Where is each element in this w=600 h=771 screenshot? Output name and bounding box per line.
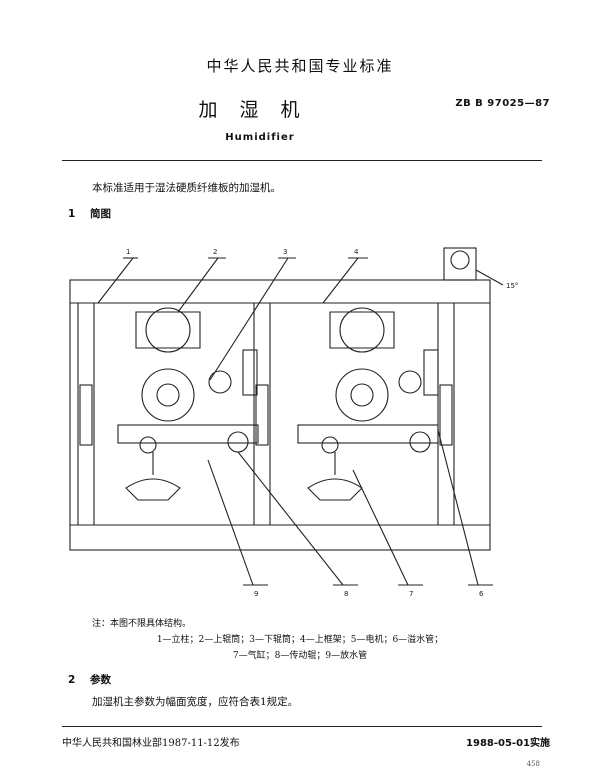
column-slot-right (439, 384, 453, 446)
upper-roll-1 (145, 307, 191, 353)
figure-legend-line-1: 1—立柱；2—上辊筒；3—下辊筒；4—上框架；5—电机；6—溢水管； (156, 635, 444, 645)
column-slot-middle (255, 384, 269, 446)
section-2-paragraph: 加湿机主参数为幅面宽度，应符合表1规定。 (92, 696, 299, 708)
humidifier-diagram: 1 2 3 4 9 8 7 6 15° (69, 247, 518, 598)
lower-frame-1 (117, 424, 259, 444)
callout-label-4: 4 (354, 248, 359, 256)
section-2-title: 参数 (90, 674, 111, 686)
callout-leader-3 (209, 257, 289, 381)
drain-valve-1 (139, 436, 157, 454)
cylinder-2 (307, 478, 363, 501)
section-1-number: 1 (68, 208, 76, 220)
motor-mount-1 (242, 349, 258, 396)
cylinder-1 (125, 478, 181, 501)
lower-roll-1 (141, 368, 195, 422)
frame-outline (69, 279, 491, 551)
bottom-rule (62, 726, 542, 727)
section-1-title: 简图 (90, 208, 111, 220)
document-title: 加湿机 (198, 99, 322, 121)
callout-leader-9 (207, 459, 254, 586)
effective-date: 1988-05-01实施 (466, 738, 550, 749)
standard-number: ZB B 97025—87 (455, 98, 550, 109)
callout-label-2: 2 (213, 248, 217, 256)
intro-paragraph: 本标准适用于湿法硬质纤维板的加湿机。 (92, 182, 281, 194)
callout-label-3: 3 (283, 248, 287, 256)
column-middle (253, 303, 271, 525)
callout-label-6: 6 (479, 590, 484, 598)
lower-roll-hub-1 (156, 383, 180, 407)
drive-roll-2 (409, 431, 431, 453)
lower-roll-2 (335, 368, 389, 422)
lower-frame-2 (297, 424, 439, 444)
lower-roll-hub-2 (350, 383, 374, 407)
column-left (77, 303, 95, 525)
figure-note: 注：本图不限具体结构。 (92, 619, 192, 629)
callout-leader-2 (177, 257, 219, 313)
motor-1 (208, 370, 232, 394)
section-1-heading: 1 简图 (68, 206, 111, 221)
angle-leader (475, 269, 504, 286)
angle-label: 15° (506, 282, 518, 290)
callout-leader-7 (352, 469, 409, 586)
drain-valve-2 (321, 436, 339, 454)
overflow-pipe (450, 250, 470, 270)
document-title-english: Humidifier (225, 132, 295, 143)
org-title: 中华人民共和国专业标准 (206, 57, 394, 75)
callout-leader-8 (237, 451, 344, 586)
section-2-heading: 2 参数 (68, 672, 111, 687)
motor-mount-2 (423, 349, 439, 396)
callout-leader-4 (322, 257, 359, 304)
overflow-pipe-housing (443, 247, 477, 281)
upper-roll-2 (339, 307, 385, 353)
callout-label-8: 8 (344, 590, 348, 598)
column-slot-left (79, 384, 93, 446)
callout-label-1: 1 (126, 248, 130, 256)
page-number: 458 (526, 760, 540, 768)
column-right (437, 303, 455, 525)
drive-roll-1 (227, 431, 249, 453)
callout-leader-6 (437, 429, 479, 586)
callout-label-9: 9 (254, 590, 258, 598)
section-2-number: 2 (68, 674, 76, 686)
top-rule (62, 160, 542, 161)
upper-roll-housing-2 (329, 311, 395, 349)
callout-leader-1 (97, 257, 134, 304)
motor-2 (398, 370, 422, 394)
callout-label-7: 7 (409, 590, 413, 598)
figure-legend-line-2: 7—气缸；8—传动辊；9—放水管 (232, 651, 368, 661)
issuer-line: 中华人民共和国林业部1987-11-12发布 (62, 738, 240, 749)
